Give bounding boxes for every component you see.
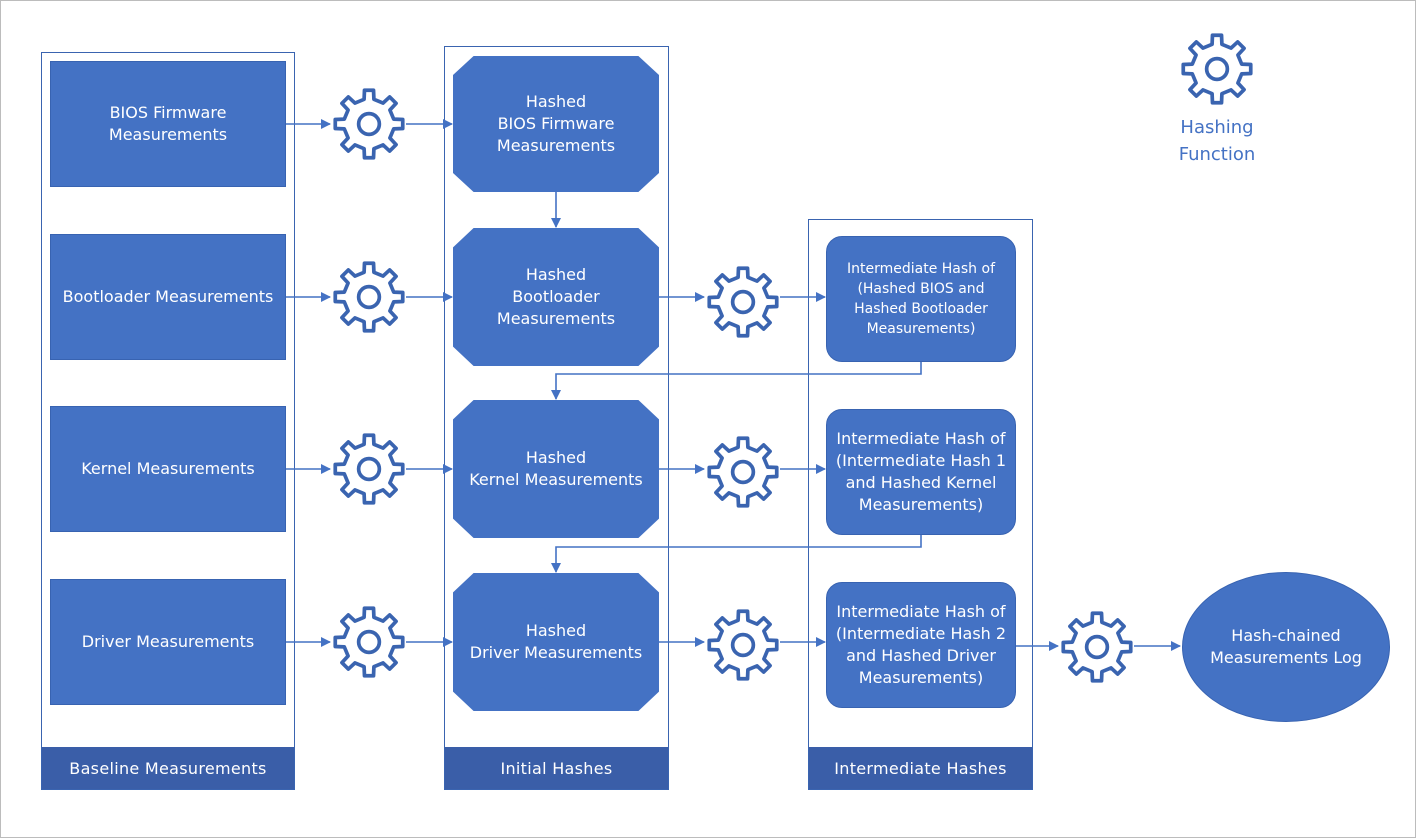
hash-chained-measurements-log: Hash-chained Measurements Log [1182, 572, 1390, 722]
baseline-measurements-column: Baseline Measurements [41, 52, 295, 790]
intermediate-hash-one-box: Intermediate Hash of (Hashed BIOS and Ha… [826, 236, 1016, 362]
hashed-bootloader-text: Hashed Bootloader Measurements [496, 265, 616, 328]
intermediate-hashes-label: Intermediate Hashes [809, 747, 1032, 789]
intermediate-hash-three-box: Intermediate Hash of (Intermediate Hash … [826, 582, 1016, 708]
gear-icon [333, 261, 405, 333]
bios-firmware-measurements-box: BIOS Firmware Measurements [50, 61, 286, 187]
bootloader-measurements-box: Bootloader Measurements [50, 234, 286, 360]
gear-icon [1061, 611, 1133, 683]
bios-firmware-measurements-text: BIOS Firmware Measurements [108, 103, 228, 144]
arrow-intermediate-two-to-hashed-driver [551, 535, 922, 573]
gear-icon [707, 609, 779, 681]
hashed-driver-text: Hashed Driver Measurements [469, 621, 643, 662]
legend-hashing-function-label: Hashing Function [1178, 117, 1256, 165]
hashed-kernel-text: Hashed Kernel Measurements [469, 448, 643, 489]
gear-icon [707, 436, 779, 508]
hashed-bios-firmware-box: Hashed BIOS Firmware Measurements [453, 56, 659, 192]
gear-icon [333, 606, 405, 678]
baseline-measurements-label: Baseline Measurements [42, 747, 294, 789]
gear-icon [333, 433, 405, 505]
intermediate-hashes-column: Intermediate Hashes [808, 219, 1033, 790]
intermediate-hash-two-text: Intermediate Hash of (Intermediate Hash … [835, 429, 1007, 514]
intermediate-hash-three-text: Intermediate Hash of (Intermediate Hash … [835, 602, 1007, 687]
driver-measurements-text: Driver Measurements [81, 632, 255, 651]
hashed-driver-box: Hashed Driver Measurements [453, 573, 659, 711]
hash-chained-measurements-log-text: Hash-chained Measurements Log [1210, 626, 1362, 667]
initial-hashes-label: Initial Hashes [445, 747, 668, 789]
driver-measurements-box: Driver Measurements [50, 579, 286, 705]
gear-icon [707, 266, 779, 338]
initial-hashes-column: Initial Hashes [444, 46, 669, 790]
hashed-bootloader-box: Hashed Bootloader Measurements [453, 228, 659, 366]
bootloader-measurements-text: Bootloader Measurements [62, 287, 274, 306]
kernel-measurements-text: Kernel Measurements [81, 459, 255, 478]
arrow-intermediate-one-to-hashed-kernel [551, 362, 922, 400]
intermediate-hash-two-box: Intermediate Hash of (Intermediate Hash … [826, 409, 1016, 535]
hashed-kernel-box: Hashed Kernel Measurements [453, 400, 659, 538]
intermediate-hash-one-text: Intermediate Hash of (Hashed BIOS and Ha… [847, 261, 995, 337]
kernel-measurements-box: Kernel Measurements [50, 406, 286, 532]
gear-icon [333, 88, 405, 160]
legend-gear-icon [1181, 33, 1253, 105]
hashed-bios-firmware-text: Hashed BIOS Firmware Measurements [496, 92, 616, 155]
